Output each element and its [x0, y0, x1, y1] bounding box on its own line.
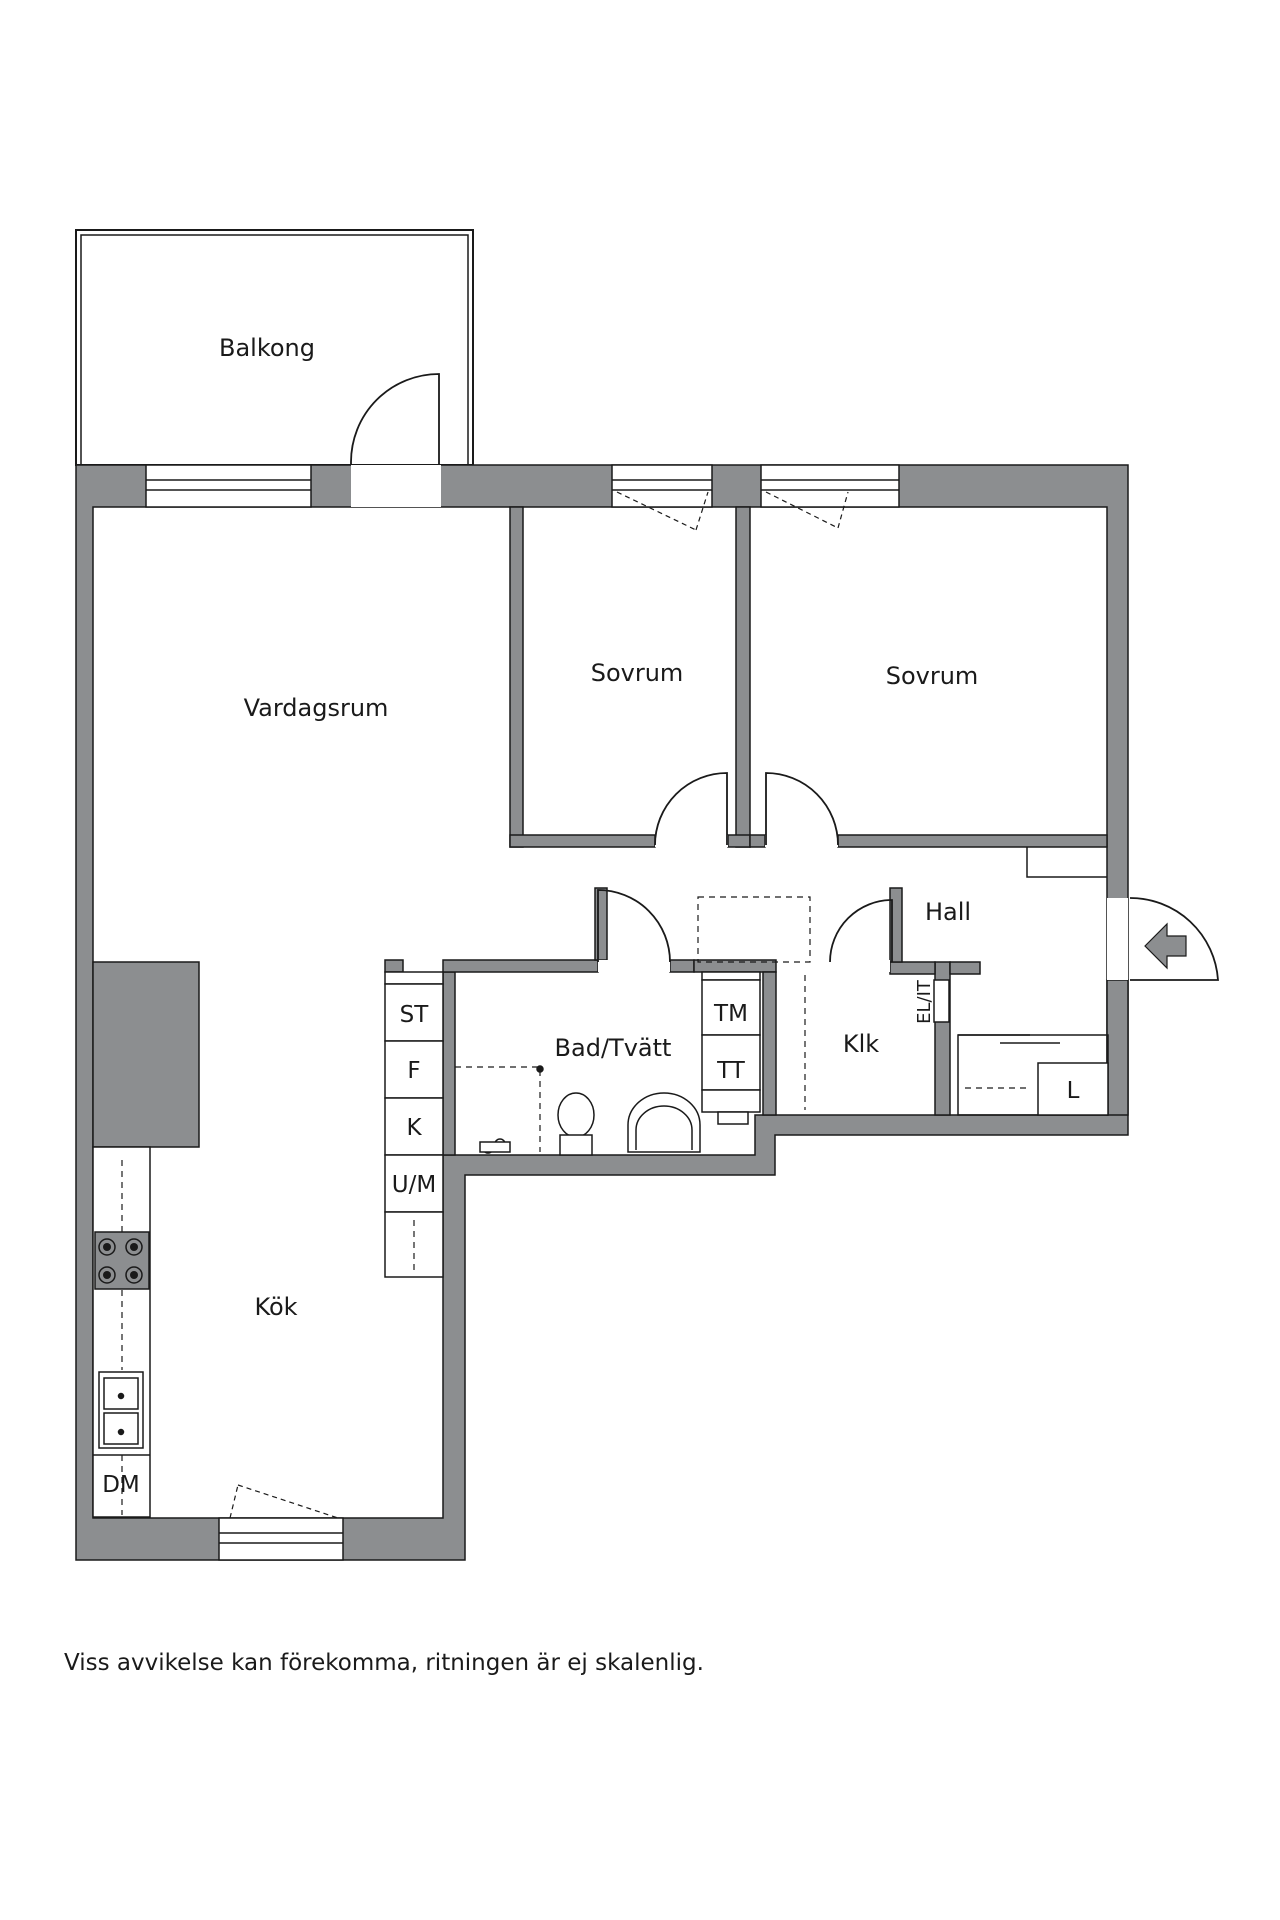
room-label-sovrum-1: Sovrum [591, 659, 684, 687]
laundry-column [701, 971, 761, 1125]
fixture-label-tt: TT [716, 1058, 746, 1084]
fixture-label-um: U/M [392, 1172, 436, 1198]
el-it-panel [933, 979, 950, 1023]
fixture-label-st: ST [400, 1002, 430, 1028]
kitchen-counter [92, 1146, 151, 1518]
room-label-kok: Kök [254, 1293, 297, 1321]
hall-dashed-area [697, 896, 811, 963]
fixture-label-dm: DM [102, 1472, 140, 1498]
window-swings [229, 491, 849, 1519]
room-label-hall: Hall [925, 898, 971, 926]
outer-walls [75, 464, 1129, 1561]
windows [145, 464, 900, 1561]
room-label-vardagsrum: Vardagsrum [244, 694, 389, 722]
doors [350, 373, 1219, 981]
disclaimer-text: Viss avvikelse kan förekomma, ritningen … [64, 1650, 704, 1676]
interior-walls [92, 506, 1129, 1156]
kitchen-sink-icon [98, 1371, 144, 1449]
entrance-arrow-icon [1144, 922, 1187, 970]
fixture-label-k: K [406, 1115, 422, 1141]
fixture-label-el-it: EL/IT [914, 979, 935, 1024]
bathroom-fixtures [455, 1065, 701, 1156]
kitchen-appliance-column [384, 971, 444, 1278]
hall-storage [957, 847, 1109, 1116]
fixture-label-f: F [407, 1058, 420, 1084]
room-label-bad-tvatt: Bad/Tvätt [555, 1034, 672, 1062]
room-label-sovrum-2: Sovrum [886, 662, 979, 690]
room-label-klk: Klk [843, 1030, 879, 1058]
fixture-label-tm: TM [713, 1001, 748, 1027]
room-label-balkong: Balkong [219, 334, 315, 362]
fixture-label-l: L [1067, 1078, 1080, 1104]
cooktop-icon [94, 1231, 150, 1290]
shower-head-icon [479, 1138, 511, 1154]
